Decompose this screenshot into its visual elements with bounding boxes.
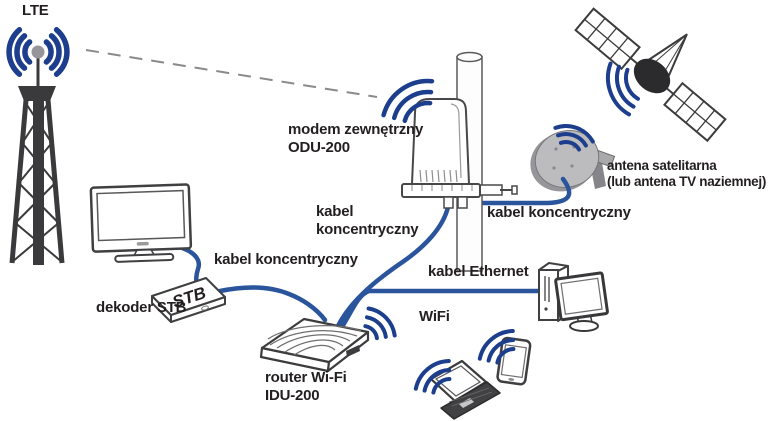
odu-modem-icon: [381, 51, 518, 272]
wifi-label: WiFi: [419, 308, 450, 325]
bracket-notches: [411, 185, 473, 191]
router-wifi-signal-icon: [363, 306, 397, 341]
laptop-icon: [429, 359, 501, 420]
coax-label-modem: kabel koncentryczny: [316, 203, 419, 239]
stb-decoder-icon: STB: [151, 277, 226, 323]
router-label: router Wi-Fi IDU-200: [265, 369, 347, 405]
satellite-signal-icon: [605, 61, 640, 117]
satellite-dish-icon: [530, 124, 616, 192]
lte-link-dashed-line: [85, 49, 378, 98]
modem-connector: [457, 196, 468, 209]
dish-antenna-label: antena satelitarna (lub antena TV naziem…: [607, 158, 767, 190]
coax-cable-stb-to-router: [217, 285, 328, 323]
lte-tower-icon: [6, 27, 70, 265]
dish-bolts: [552, 145, 576, 170]
lte-label: LTE: [22, 2, 49, 19]
ethernet-cable-router-to-pc: [337, 288, 544, 333]
cables: [176, 176, 572, 333]
router-port-slot: [346, 345, 360, 357]
antenna-ball: [31, 45, 45, 59]
coax-label-stb: kabel koncentryczny: [214, 251, 358, 268]
router-top-pattern: [267, 325, 362, 356]
stb-decoder-label: dekoder STB: [96, 299, 187, 316]
dish-signal-icon: [553, 124, 595, 152]
coax-label-dish: kabel koncentryczny: [487, 204, 631, 221]
lte-signal-icon: [6, 27, 70, 77]
modem-label: modem zewnętrzny ODU-200: [288, 121, 424, 157]
desktop-pc-icon: [538, 262, 609, 332]
phone-wifi-signal-icon: [477, 329, 516, 365]
ethernet-cable-label: kabel Ethernet: [428, 263, 529, 280]
tv-icon: [89, 183, 193, 263]
monitor: [554, 271, 609, 322]
modem-signal-icon: [381, 78, 435, 124]
laptop-wifi-signal-icon: [413, 359, 452, 395]
modem-vents: [419, 169, 458, 183]
satellite-icon: [574, 7, 727, 143]
modem-connector: [443, 196, 454, 209]
router-icon: [259, 306, 397, 373]
